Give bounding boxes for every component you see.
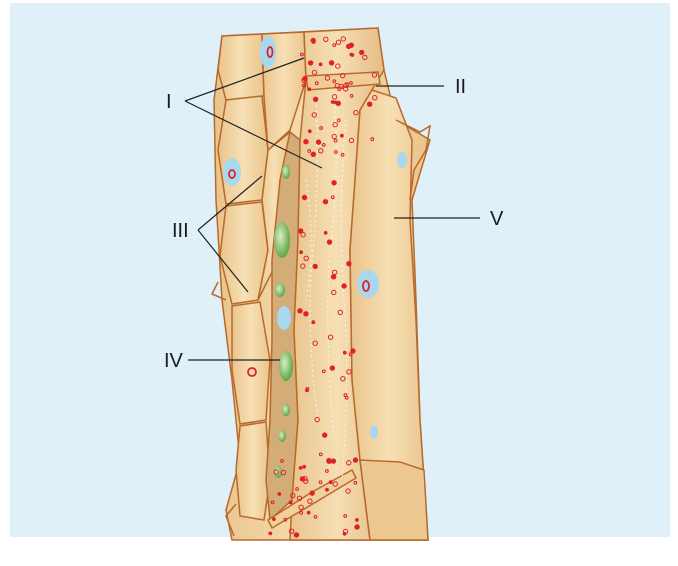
granule — [334, 101, 337, 104]
granule — [327, 240, 331, 244]
granule — [308, 88, 311, 91]
granule — [355, 525, 359, 529]
granule — [347, 262, 351, 266]
granule — [298, 309, 302, 313]
granule — [304, 312, 308, 316]
granule — [342, 284, 346, 288]
granule — [316, 140, 320, 144]
granule — [312, 321, 315, 324]
granule — [332, 181, 336, 185]
label-III: III — [172, 220, 189, 242]
granule — [311, 152, 315, 156]
label-IV: IV — [164, 350, 184, 372]
granule — [356, 519, 359, 522]
granule — [326, 488, 329, 491]
granule — [329, 61, 333, 65]
granule — [299, 467, 302, 470]
granule — [308, 61, 312, 65]
granule — [323, 200, 327, 204]
granule — [313, 97, 317, 101]
label-II: II — [455, 76, 466, 98]
left-cell — [218, 96, 268, 204]
left-cell — [218, 34, 264, 100]
granule — [343, 351, 346, 354]
granule — [329, 481, 332, 484]
granule — [294, 533, 298, 537]
granule — [331, 459, 335, 463]
granule — [351, 349, 355, 353]
granule — [341, 134, 344, 137]
granule — [360, 50, 364, 54]
granule — [350, 53, 353, 56]
left-cell — [236, 422, 270, 520]
granule — [319, 63, 322, 66]
granule — [302, 195, 306, 199]
granule — [324, 232, 327, 235]
granule — [289, 501, 292, 504]
granule — [313, 264, 317, 268]
granule — [300, 477, 304, 481]
right-lower-cell — [360, 460, 428, 540]
tissue-strip — [212, 28, 430, 540]
granule — [347, 44, 351, 48]
granule — [331, 101, 334, 104]
granule — [327, 458, 331, 462]
granule — [330, 366, 334, 370]
granule — [331, 275, 335, 279]
granule — [311, 38, 315, 42]
granule — [300, 251, 303, 254]
granule — [307, 511, 310, 514]
granule — [278, 493, 281, 496]
granule — [273, 518, 276, 521]
label-I: I — [166, 91, 172, 113]
granule — [353, 458, 357, 462]
granule — [269, 532, 272, 535]
granule — [308, 130, 311, 133]
granule — [304, 140, 308, 144]
granule — [323, 433, 327, 437]
granule — [368, 102, 372, 106]
granule — [310, 491, 314, 495]
label-V: V — [490, 208, 504, 230]
granule — [303, 465, 306, 468]
